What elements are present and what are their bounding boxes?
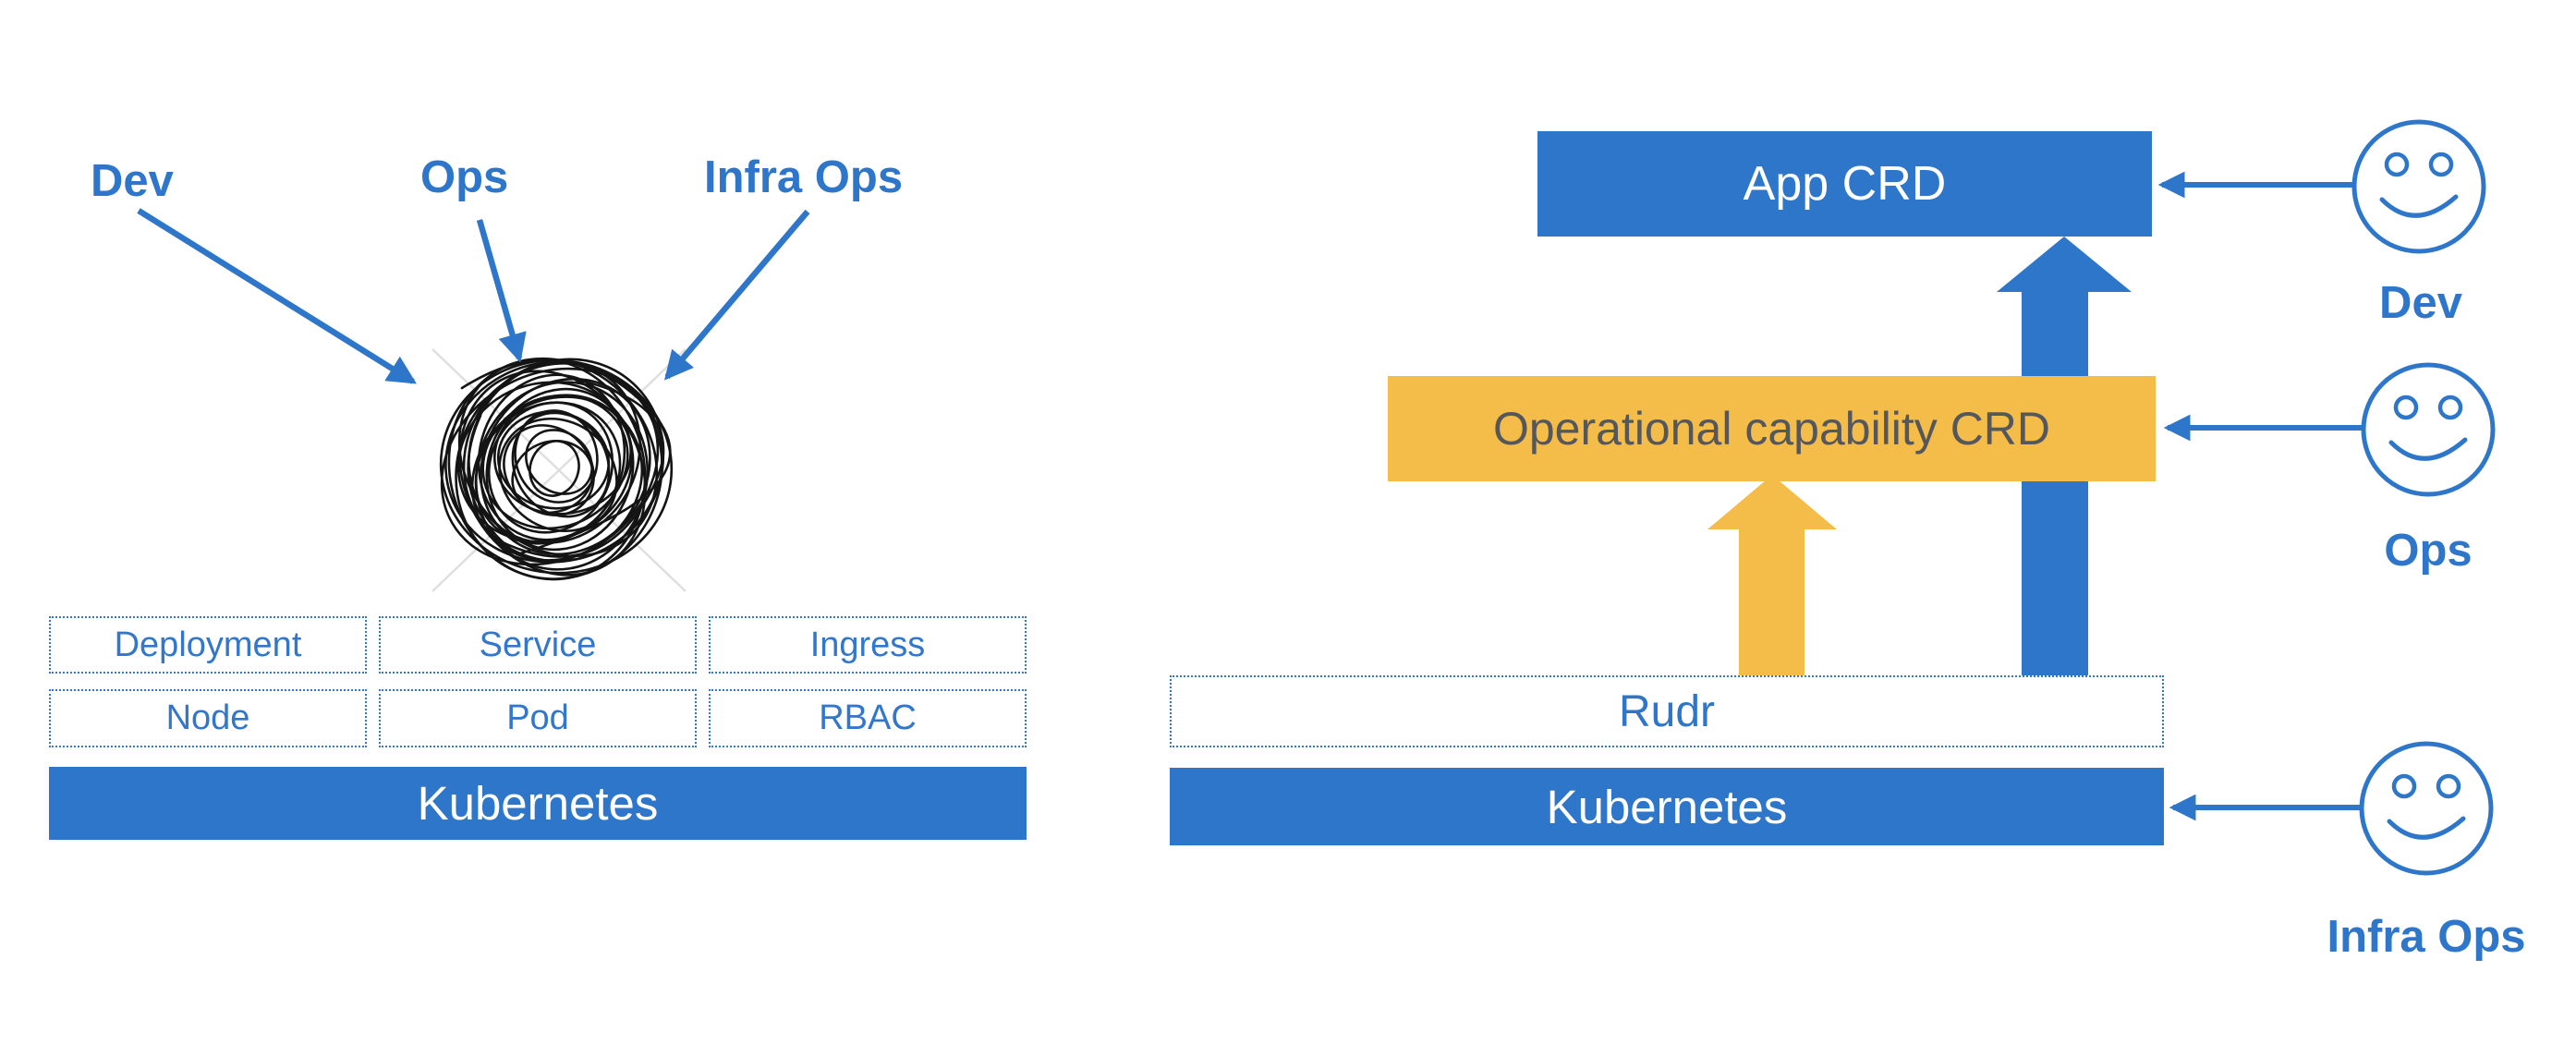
right-actor-label-dev: Dev bbox=[2379, 278, 2462, 328]
left-actor-label-dev: Dev bbox=[91, 156, 174, 206]
resource-cell-service: Service bbox=[379, 616, 697, 674]
dev-arrow bbox=[137, 208, 417, 384]
watermark-lines bbox=[431, 348, 687, 592]
resource-cell-rbac: RBAC bbox=[709, 689, 1027, 747]
ops-smiley-icon bbox=[2361, 362, 2496, 497]
left-actor-label-ops: Ops bbox=[420, 152, 509, 202]
left-actor-arrows bbox=[137, 208, 810, 384]
app-crd-up-arrow-head bbox=[1997, 237, 2132, 292]
infra-ops-smiley-icon bbox=[2359, 741, 2494, 876]
app-crd-up-arrow-shaft bbox=[2022, 290, 2088, 675]
resource-cell-ingress: Ingress bbox=[709, 616, 1027, 674]
left-actor-label-infra-ops: Infra Ops bbox=[704, 152, 904, 202]
operational-capability-crd-box: Operational capability CRD bbox=[1388, 376, 2156, 481]
infra-ops-arrow bbox=[663, 209, 810, 381]
right-actor-label-infra-ops: Infra Ops bbox=[2327, 912, 2526, 962]
resource-cell-node: Node bbox=[49, 689, 367, 747]
scribble-tangle bbox=[439, 357, 674, 581]
rudr-box: Rudr bbox=[1170, 675, 2164, 747]
dev-smiley-icon bbox=[2351, 119, 2486, 254]
kubernetes-bar-left: Kubernetes bbox=[49, 767, 1027, 840]
right-actor-label-ops: Ops bbox=[2384, 526, 2473, 576]
capability-up-arrow-shaft bbox=[1739, 528, 1804, 675]
ops-arrow bbox=[476, 219, 527, 363]
capability-up-arrow-head bbox=[1707, 475, 1837, 529]
resource-cell-pod: Pod bbox=[379, 689, 697, 747]
app-crd-box: App CRD bbox=[1537, 131, 2152, 237]
kubernetes-resource-grid: Deployment Service Ingress Node Pod RBAC bbox=[49, 616, 1027, 747]
resource-cell-deployment: Deployment bbox=[49, 616, 367, 674]
right-actor-arrows bbox=[2157, 171, 2363, 821]
kubernetes-bar-right: Kubernetes bbox=[1170, 768, 2164, 845]
